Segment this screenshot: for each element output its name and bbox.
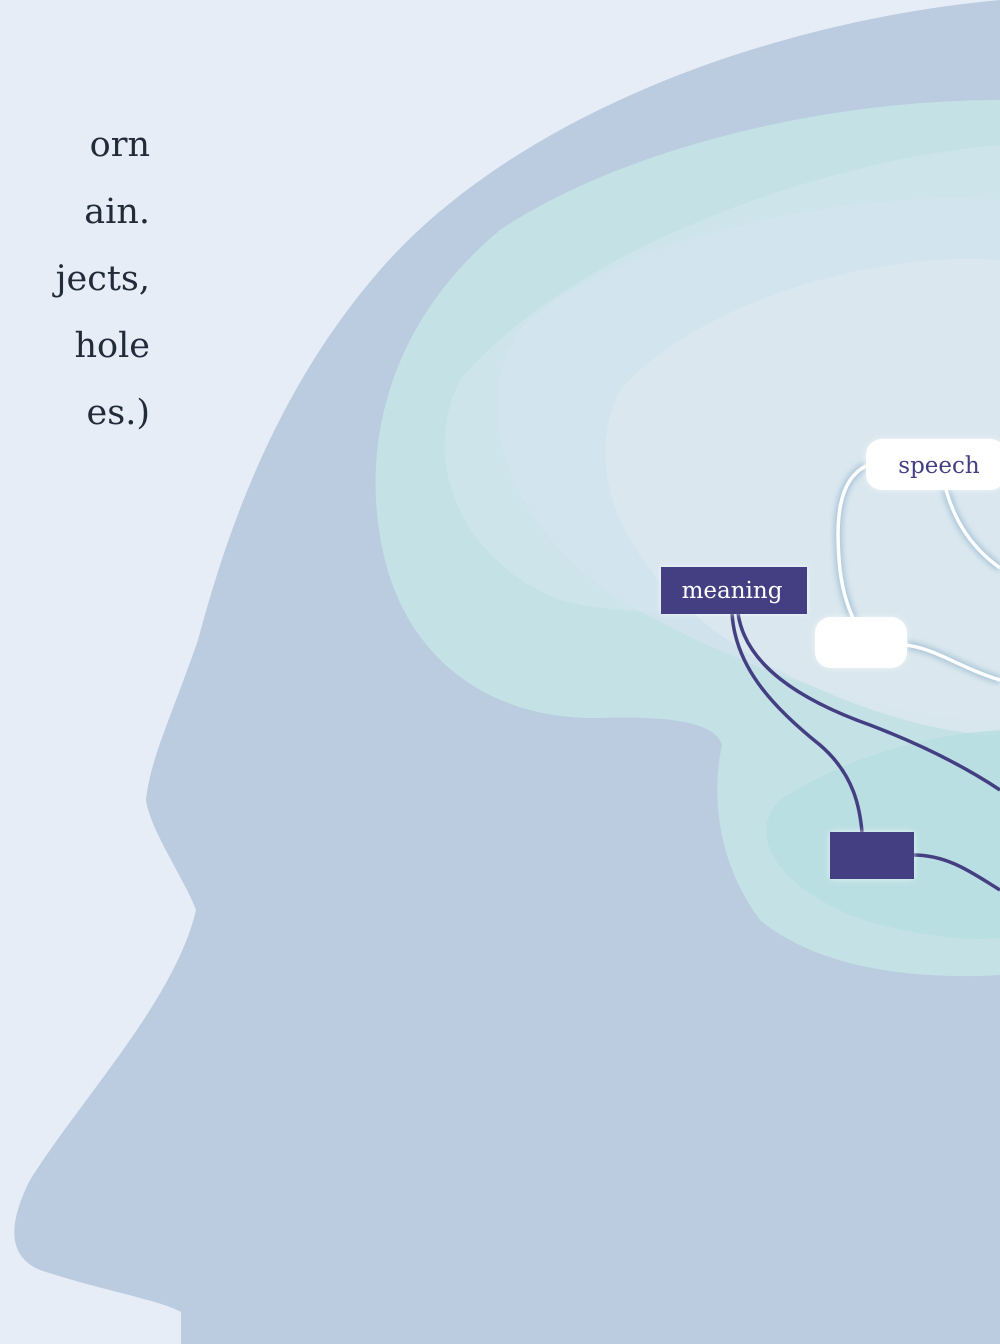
speech-node <box>866 439 1000 490</box>
intro-line-5: es.) <box>86 393 150 433</box>
phonological-node-box <box>815 617 907 668</box>
semantic-pathways <box>730 612 1000 892</box>
semantic-node <box>830 832 914 879</box>
brain <box>375 100 1000 977</box>
meaning-label: meaning <box>682 578 783 604</box>
intro-line-4: hole <box>74 326 150 366</box>
meaning-node <box>661 567 807 614</box>
intro-text: orn ain. jects, hole es.) <box>0 112 150 447</box>
intro-line-3: jects, <box>55 259 150 299</box>
intro-line-1: orn <box>89 125 150 165</box>
intro-line-2: ain. <box>84 192 150 232</box>
speech-label: speech <box>898 453 980 479</box>
cortex-layer-3 <box>605 258 1000 735</box>
